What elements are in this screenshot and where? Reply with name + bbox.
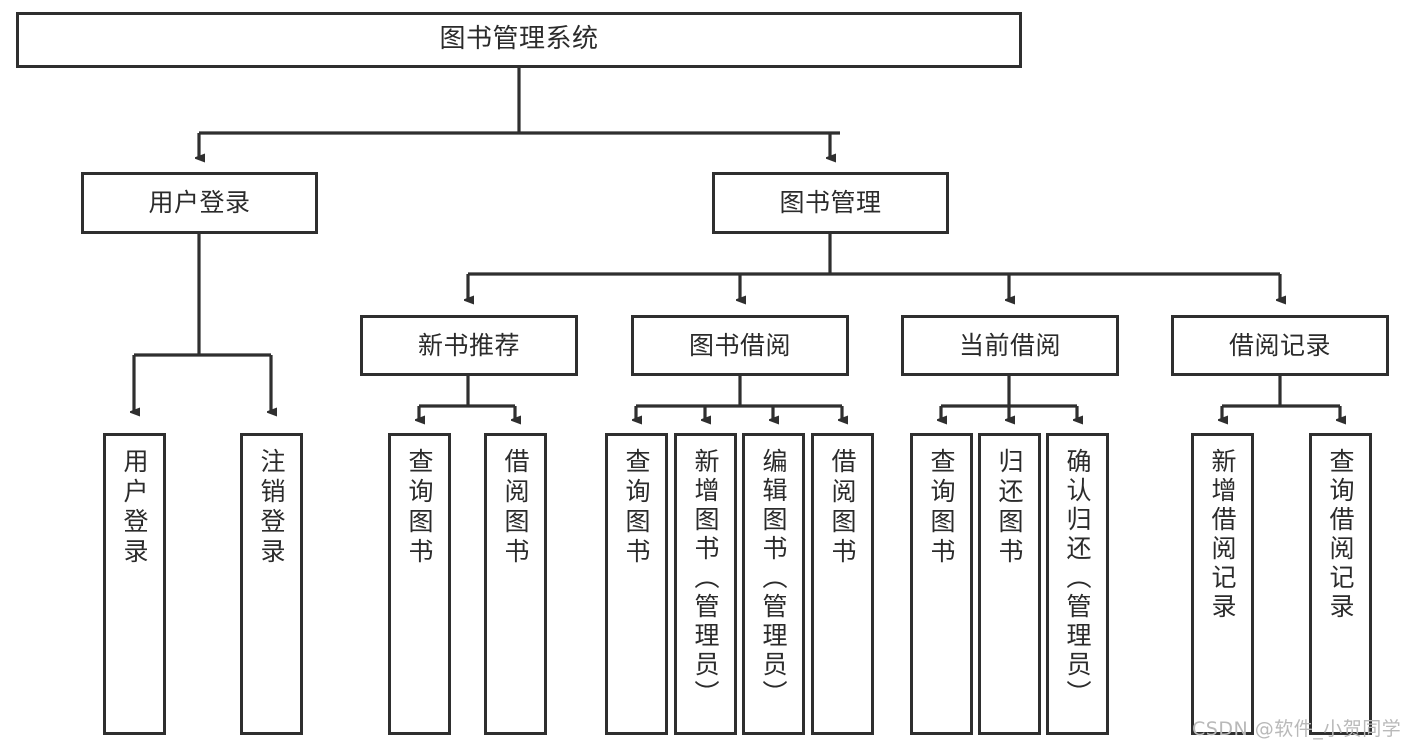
leaf-new-book-query-book[interactable]: 查询图书 <box>388 433 451 735</box>
leaf-borrow-record-add-record[interactable]: 新增借阅记录 <box>1191 433 1254 735</box>
node-label: 新增借阅记录 <box>1208 448 1237 622</box>
node-label: 借阅图书 <box>828 448 857 568</box>
node-label: 查询图书 <box>927 448 956 568</box>
node-label: 查询借阅记录 <box>1326 448 1355 622</box>
leaf-book-borrow-add-book-admin[interactable]: 新增图书（管理员） <box>674 433 737 735</box>
csdn-watermark: CSDN @软件_小贺同学 <box>1192 718 1402 740</box>
node-label: 借阅记录 <box>1228 330 1331 360</box>
node-user-login[interactable]: 用户登录 <box>81 172 318 234</box>
leaf-new-book-borrow-book[interactable]: 借阅图书 <box>484 433 547 735</box>
leaf-book-borrow-query-book[interactable]: 查询图书 <box>605 433 668 735</box>
node-label: 图书借阅 <box>688 330 791 360</box>
node-label: 归还图书 <box>995 448 1024 568</box>
leaf-book-borrow-edit-book-admin[interactable]: 编辑图书（管理员） <box>742 433 805 735</box>
node-label: 确认归还（管理员） <box>1063 448 1092 709</box>
node-label: 查询图书 <box>405 448 434 568</box>
leaf-user-login-logout[interactable]: 注销登录 <box>240 433 303 735</box>
node-label: 图书管理 <box>779 188 882 217</box>
leaf-book-borrow-borrow-book[interactable]: 借阅图书 <box>811 433 874 735</box>
leaf-current-borrow-confirm-return-admin[interactable]: 确认归还（管理员） <box>1046 433 1109 735</box>
node-label: 新书推荐 <box>417 330 520 360</box>
node-book-borrow[interactable]: 图书借阅 <box>631 315 849 376</box>
node-root-book-management-system[interactable]: 图书管理系统 <box>16 12 1022 68</box>
node-label: 借阅图书 <box>501 448 530 568</box>
node-label: 图书管理系统 <box>439 24 599 55</box>
node-label: 注销登录 <box>257 448 286 568</box>
leaf-current-borrow-query-book[interactable]: 查询图书 <box>910 433 973 735</box>
node-label: 查询图书 <box>622 448 651 568</box>
leaf-user-login-login[interactable]: 用户登录 <box>103 433 166 735</box>
node-borrow-record[interactable]: 借阅记录 <box>1171 315 1389 376</box>
node-current-borrow[interactable]: 当前借阅 <box>901 315 1119 376</box>
leaf-borrow-record-query-record[interactable]: 查询借阅记录 <box>1309 433 1372 735</box>
node-label: 新增图书（管理员） <box>691 448 720 709</box>
node-new-book-recommend[interactable]: 新书推荐 <box>360 315 578 376</box>
node-book-management[interactable]: 图书管理 <box>712 172 949 234</box>
node-label: 用户登录 <box>120 448 149 568</box>
node-label: 用户登录 <box>148 188 251 217</box>
node-label: 编辑图书（管理员） <box>759 448 788 709</box>
node-label: 当前借阅 <box>958 330 1061 360</box>
leaf-current-borrow-return-book[interactable]: 归还图书 <box>978 433 1041 735</box>
